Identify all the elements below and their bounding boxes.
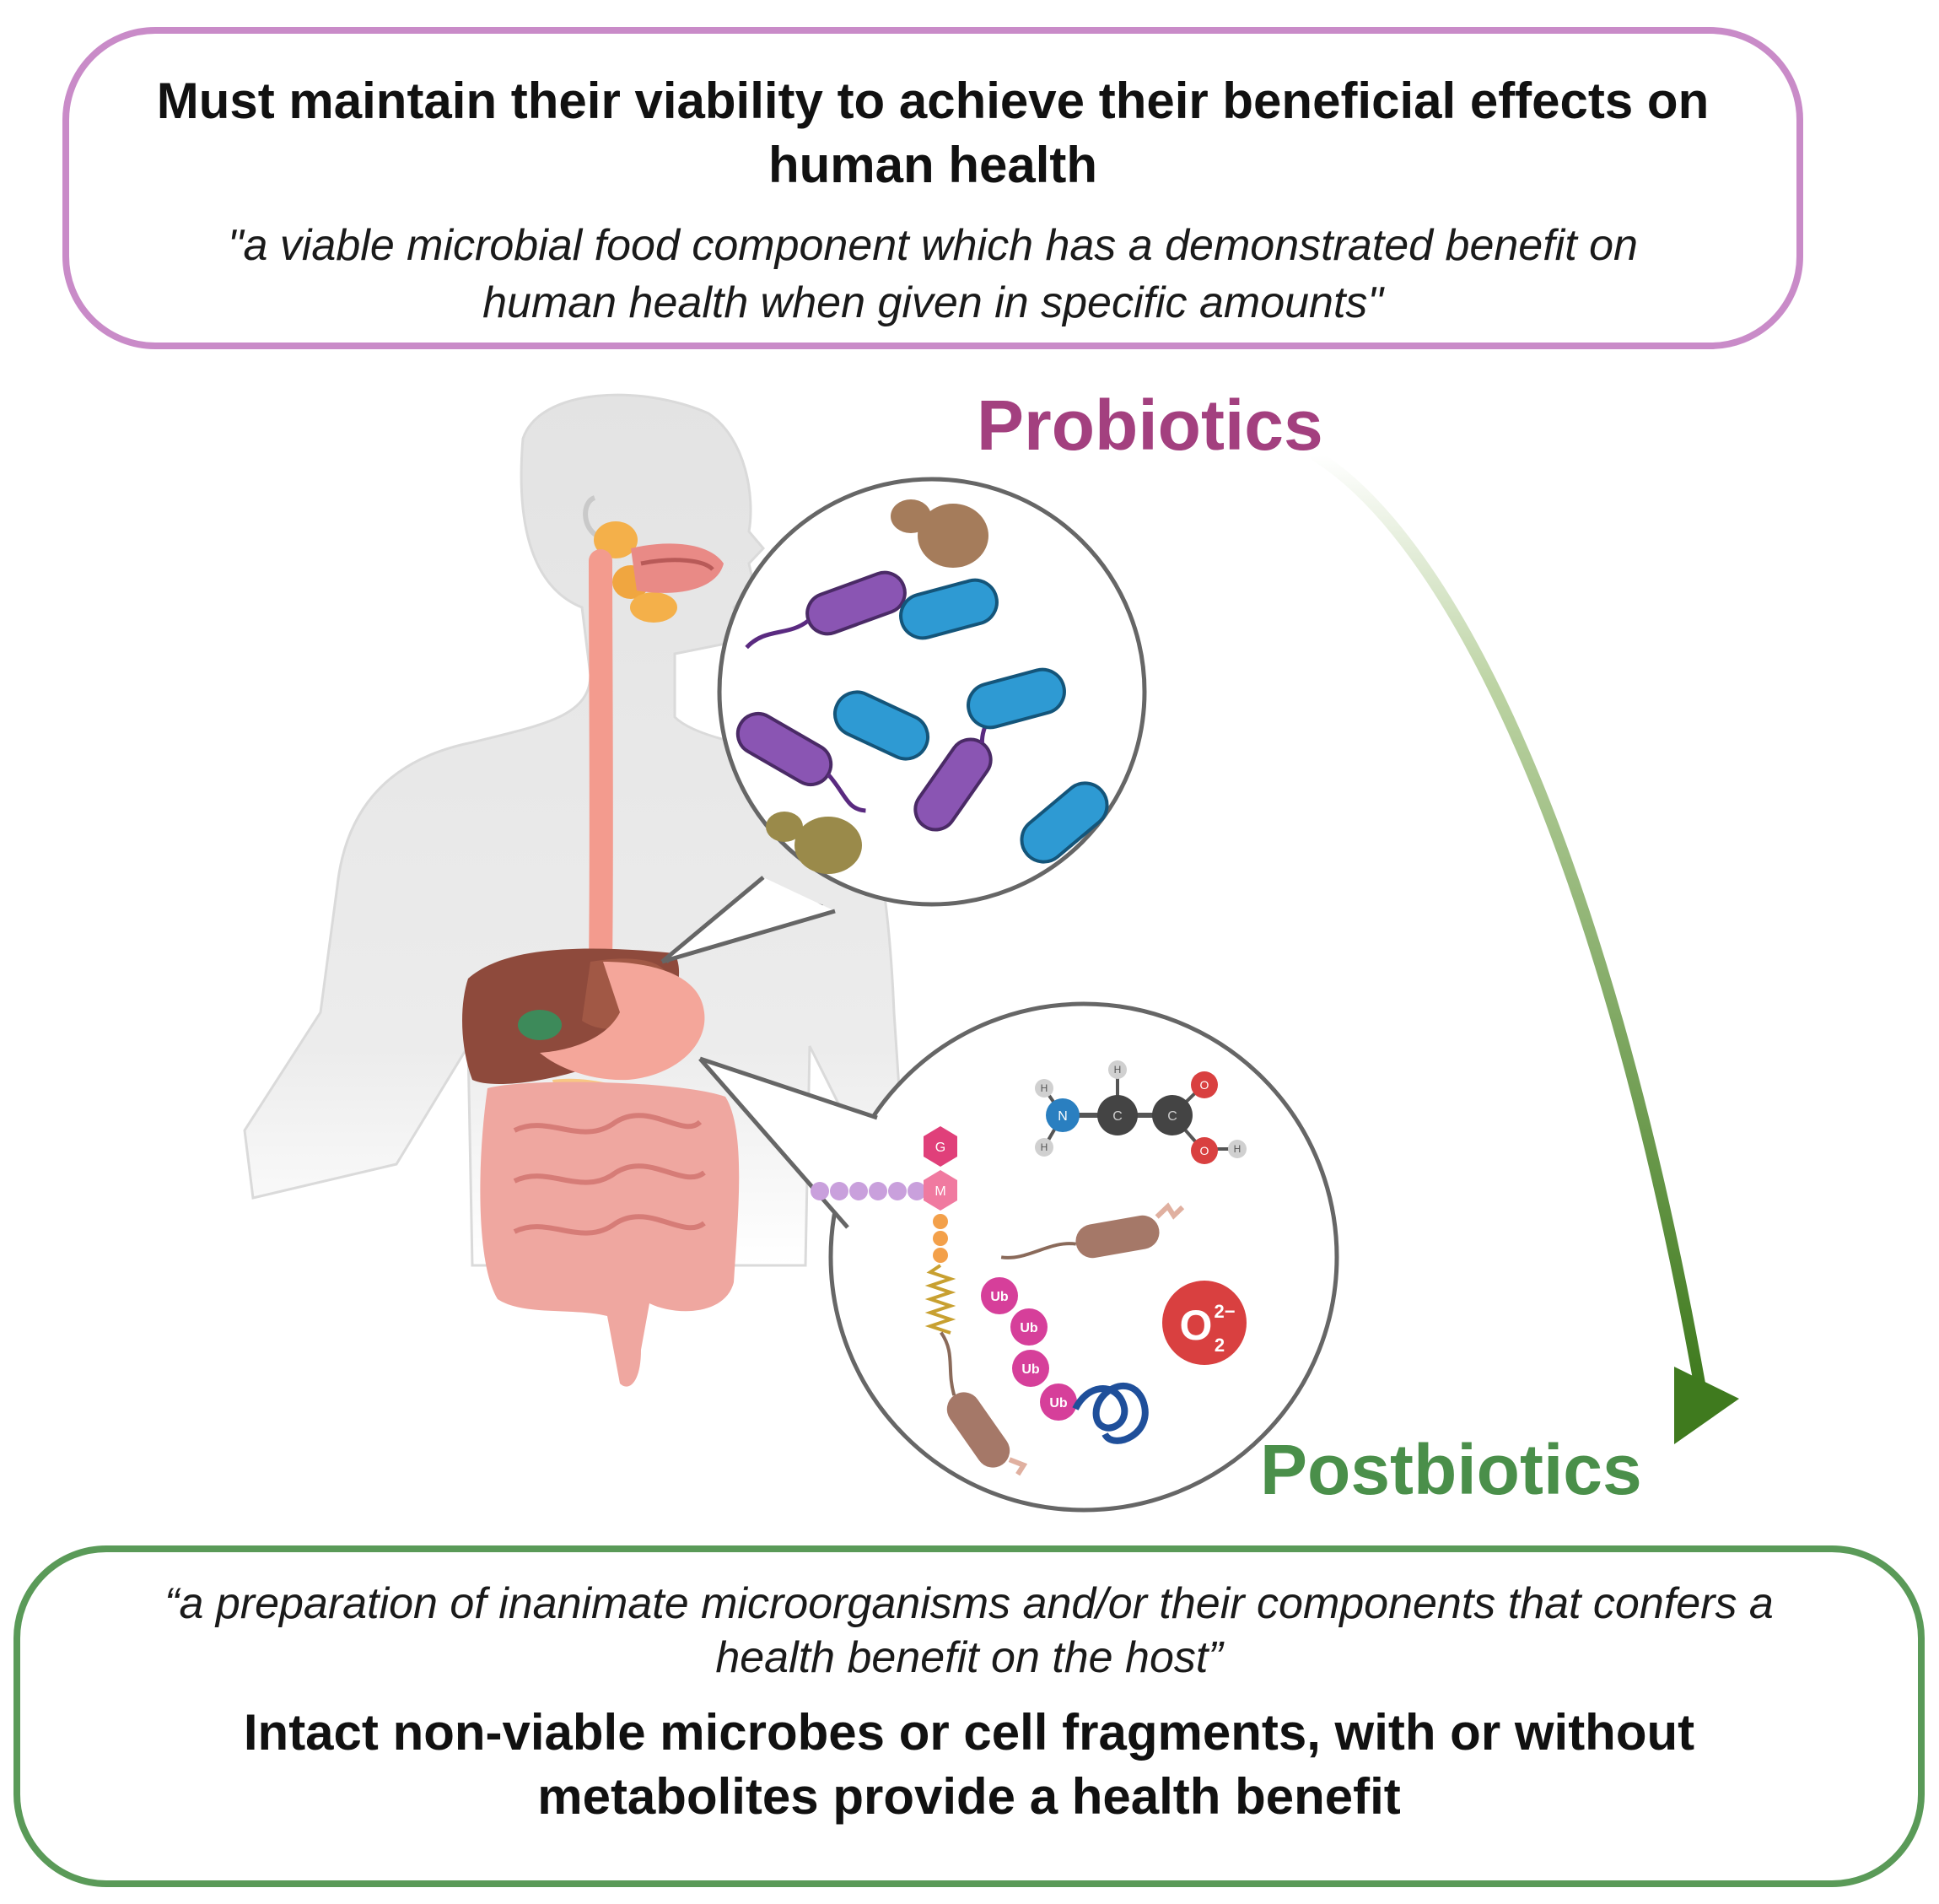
probiotics-definition-line1: "a viable microbial food component which… — [228, 221, 1638, 270]
postbiotics-heading-line2: metabolites provide a health benefit — [537, 1768, 1401, 1825]
postbiotics-heading-line1: Intact non-viable microbes or cell fragm… — [243, 1704, 1695, 1761]
human-body-icon — [243, 393, 904, 1267]
atom-label-o: O — [1200, 1144, 1209, 1157]
lysed-bacterium-icon — [1000, 1202, 1185, 1259]
purple-bacterium-icon — [735, 712, 866, 813]
atom-label-c: C — [1112, 1109, 1123, 1124]
atom-label-o: O — [1200, 1078, 1209, 1092]
amino-acid-molecule-icon: H H H H N C C O O — [1035, 1060, 1247, 1164]
digestive-system-icon — [462, 521, 740, 1387]
yeast-cell-icon — [891, 499, 988, 568]
superoxide-icon: O 2 2− — [1162, 1281, 1247, 1365]
atom-label-c: C — [1167, 1109, 1177, 1124]
blue-bacterium-icon — [899, 578, 999, 640]
probiotics-bubble — [660, 477, 1147, 964]
probiotics-heading-line2: human health — [768, 137, 1098, 193]
ubiquitin-label: Ub — [1049, 1396, 1068, 1410]
glycan-label-g: G — [935, 1141, 945, 1155]
ubiquitin-label: Ub — [1021, 1362, 1040, 1377]
purple-bacterium-icon — [745, 570, 907, 650]
superoxide-label: O — [1180, 1302, 1213, 1349]
superoxide-superscript: 2− — [1214, 1301, 1235, 1322]
peptidoglycan-chain-icon: G M — [811, 1126, 957, 1335]
postbiotics-definition-line2: health benefit on the host” — [715, 1633, 1223, 1682]
postbiotics-definition-box: “a preparation of inanimate microorganis… — [13, 1545, 1925, 1887]
blue-bacterium-icon — [1020, 781, 1109, 864]
postbiotics-definition-line1: “a preparation of inanimate microorganis… — [164, 1579, 1774, 1628]
probiotics-definition-line2: human health when given in specific amou… — [482, 278, 1383, 327]
glycan-label-m: M — [934, 1184, 945, 1199]
transition-arrow-icon — [1310, 450, 1739, 1444]
postbiotics-label: Postbiotics — [1260, 1430, 1642, 1509]
atom-label-n: N — [1058, 1109, 1068, 1124]
atom-label-h: H — [1234, 1143, 1241, 1155]
superoxide-subscript: 2 — [1215, 1335, 1225, 1356]
atom-label-h: H — [1041, 1141, 1048, 1153]
blue-bacterium-icon — [832, 690, 930, 761]
probiotics-label: Probiotics — [977, 386, 1323, 465]
lysed-bacterium-icon — [940, 1331, 1028, 1476]
probiotics-definition-box: Must maintain their viability to achieve… — [62, 27, 1803, 349]
ubiquitin-chain-icon: Ub Ub Ub Ub — [981, 1277, 1149, 1444]
atom-label-h: H — [1041, 1082, 1048, 1094]
probiotics-heading-line1: Must maintain their viability to achieve… — [156, 73, 1710, 129]
blue-bacterium-icon — [967, 667, 1066, 730]
postbiotics-bubble: H H H H N C C O O G M — [698, 1001, 1339, 1513]
ubiquitin-label: Ub — [1020, 1321, 1038, 1335]
ubiquitin-label: Ub — [990, 1290, 1009, 1304]
yeast-cell-icon — [766, 812, 862, 874]
atom-label-h: H — [1114, 1064, 1122, 1076]
